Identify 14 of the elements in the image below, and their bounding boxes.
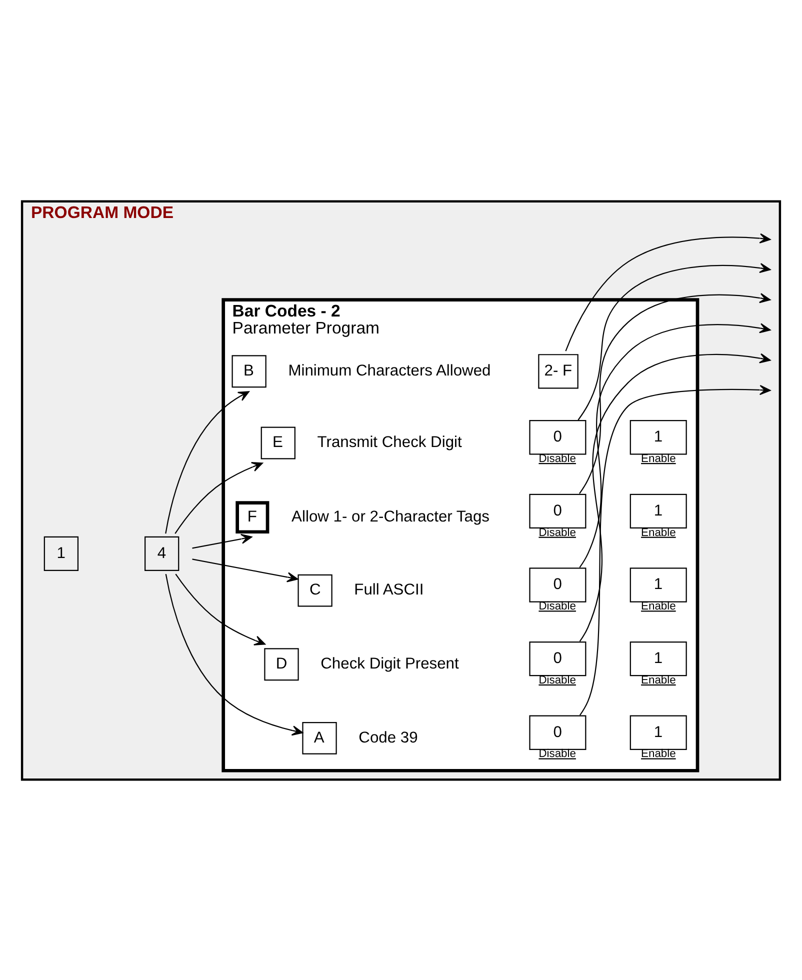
node-label: Transmit Check Digit xyxy=(317,434,462,451)
node-label: Allow 1- or 2-Character Tags xyxy=(292,508,490,525)
node-label: Disable xyxy=(538,452,576,464)
node-label: Enable xyxy=(641,600,676,612)
node-label: Code 39 xyxy=(358,728,418,746)
node-label: Disable xyxy=(538,674,576,686)
node-label: Full ASCII xyxy=(354,581,424,598)
node-label: Disable xyxy=(538,600,576,612)
node-label: Enable xyxy=(641,526,676,538)
node-label: Enable xyxy=(641,452,676,464)
node-label: Enable xyxy=(641,674,676,686)
node-label: Check Digit Present xyxy=(320,655,459,672)
node-label: Minimum Characters Allowed xyxy=(288,362,491,380)
node-label: Disable xyxy=(538,526,576,538)
